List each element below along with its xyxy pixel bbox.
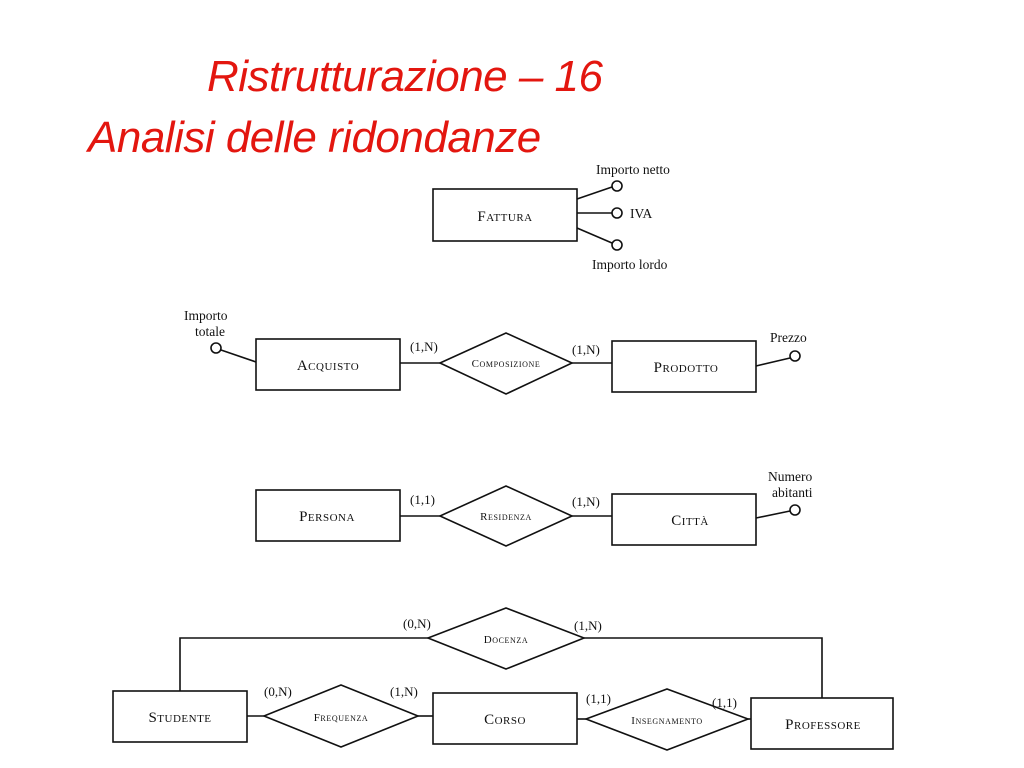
entity-studente-label: Studente bbox=[148, 710, 211, 726]
cardinality-label: (1,N) bbox=[572, 494, 600, 509]
attribute-dot bbox=[611, 239, 623, 251]
persona-diagram: Persona Residenza (1,1) (1,N) Città Nume… bbox=[255, 469, 813, 547]
entity-acquisto bbox=[255, 338, 401, 391]
cardinality-label: (1,N) bbox=[410, 339, 438, 354]
entity-fattura-label: Fattura bbox=[477, 209, 532, 225]
attr-connector bbox=[755, 510, 791, 519]
entity-persona bbox=[255, 489, 401, 542]
attr-connector bbox=[220, 349, 257, 363]
entity-studente bbox=[112, 690, 248, 743]
attr-importo-totale-line2: totale bbox=[195, 324, 225, 339]
attr-connector bbox=[755, 357, 791, 367]
entity-persona-label: Persona bbox=[299, 509, 355, 525]
relationship-residenza-label: Residenza bbox=[480, 511, 532, 523]
cardinality-label: (0,N) bbox=[264, 684, 292, 699]
attribute-dot bbox=[611, 180, 623, 192]
cardinality-label: (1,N) bbox=[574, 618, 602, 633]
cardinality-label: (0,N) bbox=[403, 616, 431, 631]
attr-numero-abitanti-line1: Numero bbox=[768, 469, 812, 484]
attr-connector bbox=[576, 227, 613, 244]
attr-importo-netto: Importo netto bbox=[596, 162, 670, 177]
entity-fattura bbox=[432, 188, 578, 242]
cardinality-label: (1,1) bbox=[586, 691, 611, 706]
attr-numero-abitanti-line2: abitanti bbox=[772, 485, 813, 500]
acquisto-diagram: Importo totale Acquisto Composizione (1,… bbox=[184, 308, 807, 395]
entity-citta bbox=[611, 493, 757, 546]
entity-professore-label: Professore bbox=[785, 717, 861, 733]
cardinality-label: (1,1) bbox=[410, 492, 435, 507]
entity-professore bbox=[750, 697, 894, 750]
slide-title-line-2: Analisi delle ridondanze bbox=[88, 113, 541, 162]
relationship-docenza-label: Docenza bbox=[484, 634, 529, 646]
relationship-insegnamento-label: Insegnamento bbox=[631, 715, 703, 727]
attr-importo-lordo: Importo lordo bbox=[592, 257, 668, 272]
entity-prodotto-label: Prodotto bbox=[654, 360, 719, 376]
entity-citta-label: Città bbox=[671, 513, 709, 529]
attribute-dot bbox=[789, 350, 801, 362]
attribute-dot bbox=[611, 207, 623, 219]
attr-prezzo: Prezzo bbox=[770, 330, 807, 345]
entity-acquisto-label: Acquisto bbox=[297, 358, 359, 374]
relationship-composizione-label: Composizione bbox=[472, 358, 541, 370]
studente-diagram: Docenza (0,N) (1,N) Studente Frequenza (… bbox=[112, 607, 894, 751]
relationship-frequenza-label: Frequenza bbox=[314, 712, 369, 724]
attr-importo-totale-line1: Importo bbox=[184, 308, 228, 323]
entity-corso-label: Corso bbox=[484, 712, 526, 728]
cardinality-label: (1,N) bbox=[390, 684, 418, 699]
fattura-diagram: Fattura Importo netto IVA Importo lordo bbox=[432, 162, 670, 272]
cardinality-label: (1,N) bbox=[572, 342, 600, 357]
attribute-dot bbox=[789, 504, 801, 516]
slide-title-line-1: Ristrutturazione – 16 bbox=[207, 52, 603, 101]
entity-prodotto bbox=[611, 340, 757, 393]
attr-iva: IVA bbox=[630, 206, 653, 221]
entity-corso bbox=[432, 692, 578, 745]
attribute-dot bbox=[210, 342, 222, 354]
connector bbox=[584, 637, 823, 698]
cardinality-label: (1,1) bbox=[712, 695, 737, 710]
connector bbox=[179, 637, 428, 691]
attr-connector bbox=[576, 186, 613, 200]
